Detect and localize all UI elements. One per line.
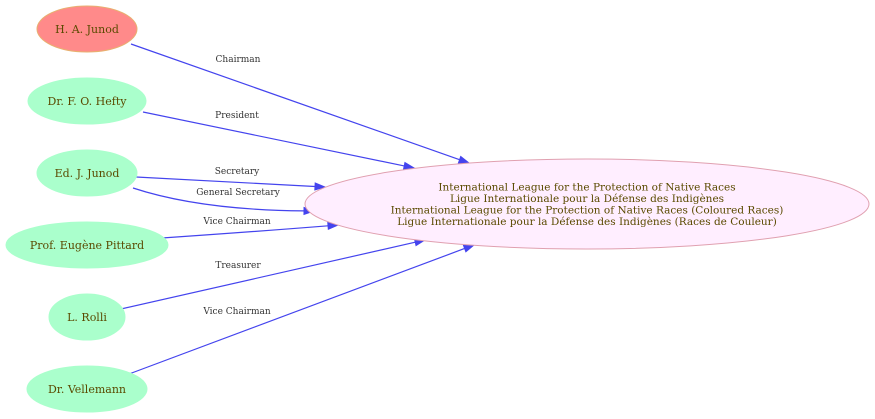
edge-line	[128, 247, 465, 375]
person-node-shape	[27, 77, 147, 125]
edge: President	[142, 111, 416, 170]
edge-label: President	[215, 111, 259, 121]
person-node-label: L. Rolli	[67, 311, 107, 324]
edge: General Secretary	[132, 187, 316, 216]
person-node-label: Ed. J. Junod	[55, 167, 120, 180]
organization-name-line: Ligue Internationale pour la Défense des…	[397, 216, 777, 228]
edge-label: Secretary	[215, 167, 260, 177]
arrow-head	[314, 182, 327, 191]
edge-line	[120, 241, 416, 310]
person-node-shape	[5, 221, 169, 269]
organization-name-line: International League for the Protection …	[438, 181, 735, 193]
edge: Secretary	[135, 167, 327, 191]
arrow-head	[457, 155, 471, 164]
person-node-label: Dr. Vellemann	[48, 383, 126, 396]
edge-line	[135, 176, 316, 188]
person-node[interactable]: Ed. J. Junod	[36, 149, 138, 197]
person-node[interactable]: Dr. F. O. Hefty	[27, 77, 147, 125]
organization-node[interactable]: International League for the Protection …	[304, 158, 870, 250]
person-node-shape	[26, 365, 148, 413]
edge: Vice Chairman	[161, 217, 340, 239]
edge-line	[132, 187, 305, 212]
edge: Vice Chairman	[128, 244, 476, 375]
edge-line	[161, 225, 329, 239]
edge-label: General Secretary	[196, 188, 280, 198]
person-node[interactable]: Prof. Eugène Pittard	[5, 221, 169, 269]
person-node[interactable]: Dr. Vellemann	[26, 365, 148, 413]
person-node[interactable]: H. A. Junod	[36, 5, 138, 53]
arrow-head	[462, 244, 476, 253]
person-node-label: H. A. Junod	[55, 23, 119, 36]
edge: Chairman	[130, 43, 471, 164]
organization-name-line: Ligue Internationale pour la Défense des…	[450, 193, 724, 205]
edge-label: Chairman	[216, 55, 261, 65]
person-node[interactable]: L. Rolli	[48, 293, 126, 341]
person-node-label: Prof. Eugène Pittard	[30, 239, 144, 252]
person-node-shape	[48, 293, 126, 341]
organization-name-line: International League for the Protection …	[391, 204, 784, 216]
edge-label: Treasurer	[215, 261, 261, 271]
person-node-shape	[36, 149, 138, 197]
person-node-label: Dr. F. O. Hefty	[48, 95, 128, 108]
edge-label: Vice Chairman	[202, 307, 271, 317]
organization-node-shape	[304, 158, 870, 250]
edge-line	[142, 111, 405, 167]
edge-line	[130, 43, 460, 161]
person-node-shape	[36, 5, 138, 53]
edge-label: Vice Chairman	[202, 217, 271, 227]
